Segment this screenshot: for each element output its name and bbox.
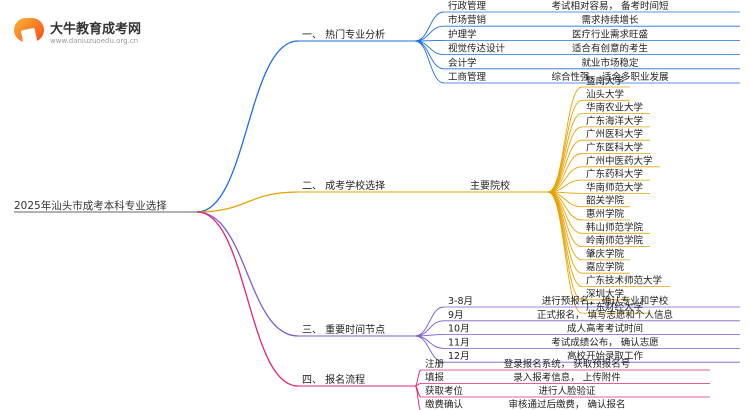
school-item: 广州中医药大学 xyxy=(586,155,653,167)
school-item: 广东海洋大学 xyxy=(586,115,643,127)
school-connector xyxy=(547,166,583,193)
leaf-key: 缴费确认 xyxy=(425,399,464,410)
root-topic: 2025年汕头市成考本科专业选择 xyxy=(14,199,167,212)
leaf-value: 正式报名， 填写志愿和个人信息 xyxy=(537,309,673,321)
branch-connector-3 xyxy=(196,211,299,337)
school-item: 华南师范大学 xyxy=(586,181,643,193)
leaf-key: 视觉传达设计 xyxy=(448,43,506,55)
leaf-value: 需求持续增长 xyxy=(581,14,639,26)
school-connector xyxy=(547,191,583,274)
school-connector xyxy=(547,126,583,193)
branch-connector-2 xyxy=(196,191,299,213)
leaf-connector xyxy=(414,11,445,42)
school-connector xyxy=(547,86,583,193)
school-item: 韶关学院 xyxy=(586,195,625,207)
leaf-value: 考试成绩公布， 确认志愿 xyxy=(551,336,659,348)
branch-label-4: 四、 报名流程 xyxy=(302,373,365,386)
leaf-key: 会计学 xyxy=(448,57,477,69)
leaf-key: 行政管理 xyxy=(448,0,487,12)
leaf-connector xyxy=(414,335,445,349)
leaf-key: 注册 xyxy=(425,358,445,370)
school-item: 岭南师范学院 xyxy=(586,235,644,247)
school-connector xyxy=(547,99,583,193)
leaf-value: 成人高考考试时间 xyxy=(567,323,643,335)
site-logo[interactable]: 大牛教育成考网 www.daniuzuoedu.org.cn xyxy=(14,12,164,50)
leaf-connector xyxy=(414,25,445,42)
logo-icon xyxy=(14,18,44,45)
leaf-key: 3-8月 xyxy=(448,296,473,307)
leaf-key: 获取考位 xyxy=(425,385,464,397)
school-item: 韩山师范学院 xyxy=(586,221,644,233)
leaf-connector xyxy=(414,335,445,363)
branch-label-2: 二、 成考学校选择 xyxy=(302,179,385,192)
school-item: 广东医科大学 xyxy=(586,142,643,154)
site-url: www.daniuzuoedu.org.cn xyxy=(50,37,139,45)
leaf-value: 录入报考信息， 上传附件 xyxy=(513,372,621,384)
leaf-value: 考试相对容易， 备考时间短 xyxy=(551,0,669,12)
sub-node-label: 主要院校 xyxy=(470,179,510,192)
school-connector xyxy=(547,191,583,314)
school-item: 惠州学院 xyxy=(586,208,625,220)
leaf-key: 12月 xyxy=(448,351,470,362)
leaf-key: 9月 xyxy=(448,310,464,321)
leaf-connector xyxy=(414,385,422,410)
school-item: 广州医科大学 xyxy=(586,128,643,140)
school-item: 广东药科大学 xyxy=(586,168,643,180)
leaf-key: 护理学 xyxy=(448,28,477,40)
school-item: 汕头大学 xyxy=(586,88,624,100)
leaf-key: 工商管理 xyxy=(448,71,487,83)
leaf-value: 综合性强， 适合多职业发展 xyxy=(551,71,669,83)
leaf-value: 适合有创意的考生 xyxy=(572,43,649,55)
leaf-key: 10月 xyxy=(448,324,470,335)
site-name: 大牛教育成考网 xyxy=(50,22,142,37)
school-item: 深圳大学 xyxy=(586,288,624,300)
branch-label-3: 三、 重要时间节点 xyxy=(302,323,385,336)
leaf-value: 高校开始录取工作 xyxy=(567,350,644,362)
leaf-value: 登录报名系统， 获取预报名号 xyxy=(504,358,631,370)
school-connector xyxy=(547,113,583,193)
leaf-key: 11月 xyxy=(448,337,470,348)
branch-connector-4 xyxy=(196,211,299,387)
leaf-key: 市场营销 xyxy=(448,14,487,26)
school-item: 暨南大学 xyxy=(586,75,624,87)
branch-label-1: 一、 热门专业分析 xyxy=(302,28,385,41)
leaf-value: 审核通过后缴费， 确认报名 xyxy=(508,399,625,410)
school-connector xyxy=(547,153,583,193)
leaf-connector xyxy=(414,40,445,84)
school-item: 嘉应学院 xyxy=(586,261,625,273)
leaf-value: 医疗行业需求旺盛 xyxy=(572,28,649,40)
leaf-value: 就业市场稳定 xyxy=(581,57,639,69)
leaf-connector xyxy=(414,306,445,337)
school-item: 华南农业大学 xyxy=(586,102,643,114)
leaf-connector xyxy=(414,320,445,337)
school-item: 肇庆学院 xyxy=(586,248,625,260)
leaf-value: 进行人脸验证 xyxy=(538,385,596,397)
leaf-value: 进行预报名， 确认专业和学校 xyxy=(542,295,669,307)
school-item: 广东技术师范大学 xyxy=(586,275,662,287)
branch-connector-1 xyxy=(196,40,299,213)
leaf-connector xyxy=(414,40,445,70)
leaf-key: 填报 xyxy=(425,372,445,384)
